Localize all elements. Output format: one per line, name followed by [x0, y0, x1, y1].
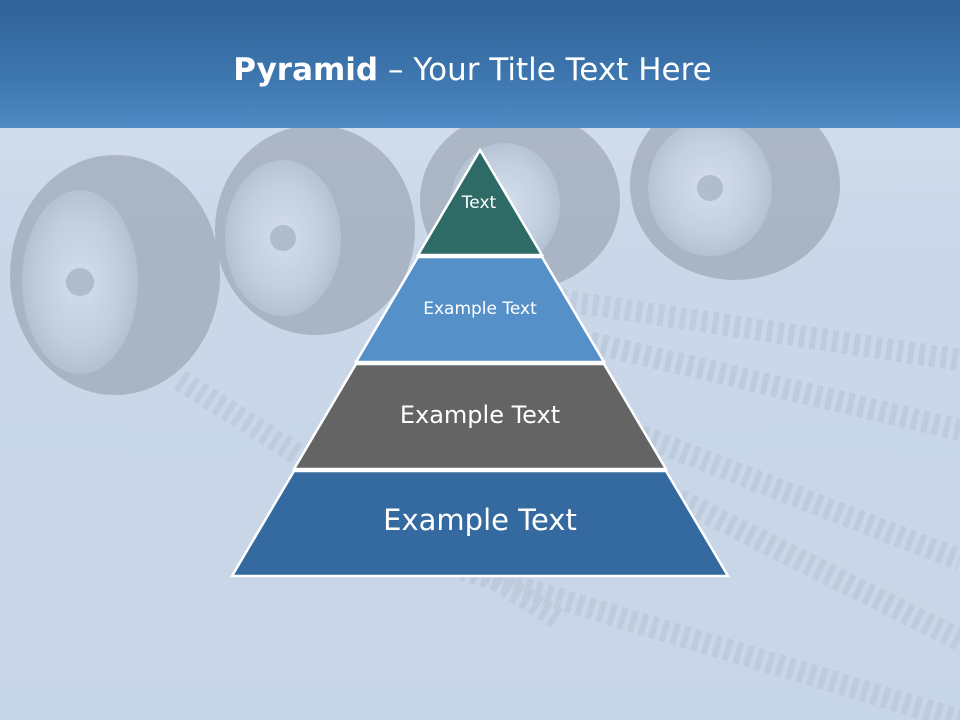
pyramid-label-3: Example Text [400, 401, 560, 429]
pyramid-label-top: Text [461, 193, 497, 213]
pyramid-level-bottom [229, 469, 731, 578]
tire-2 [215, 125, 415, 335]
title-rest: – Your Title Text Here [378, 52, 712, 88]
title-band [0, 0, 960, 128]
tire-4 [630, 90, 840, 280]
pyramid-label-2: Example Text [423, 299, 537, 319]
pyramid-label-bottom: Example Text [383, 503, 577, 537]
pyramid-level-2 [353, 255, 607, 364]
pyramid-level-3 [291, 362, 669, 471]
pyramid-level-top [415, 147, 545, 257]
title-bold: Pyramid [233, 52, 379, 88]
slide-title: Pyramid – Your Title Text Here [0, 52, 945, 88]
tire-1 [10, 155, 220, 395]
